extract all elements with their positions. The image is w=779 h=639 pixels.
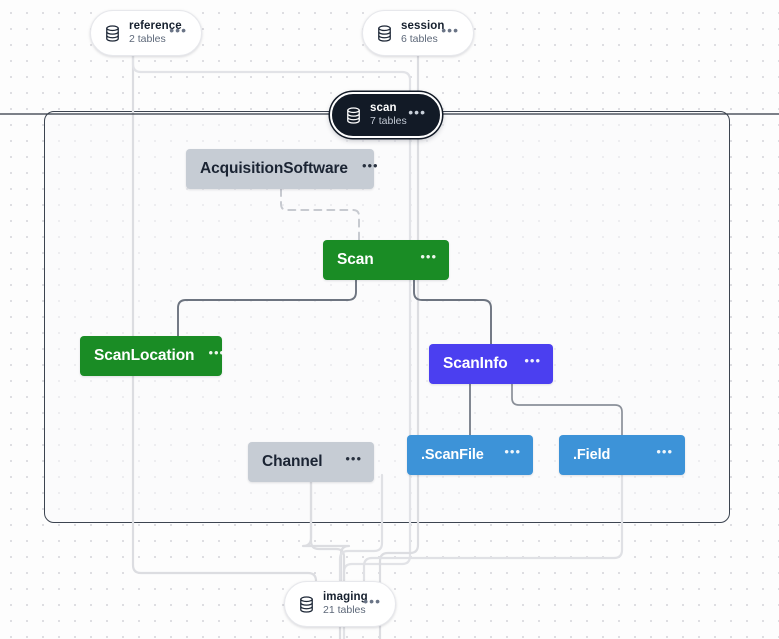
table-node-name: .ScanFile — [421, 447, 484, 463]
ellipsis-icon[interactable]: ••• — [420, 249, 437, 264]
table-node-field[interactable]: .Field ••• — [559, 435, 685, 475]
schema-node-name: reference — [129, 20, 182, 33]
table-node-name: Channel — [262, 453, 323, 470]
ellipsis-icon[interactable]: ••• — [208, 345, 226, 360]
ellipsis-icon[interactable]: ••• — [169, 22, 187, 38]
ellipsis-icon[interactable]: ••• — [524, 353, 541, 368]
table-node-scan-location[interactable]: ScanLocation ••• — [80, 336, 226, 376]
ellipsis-icon[interactable]: ••• — [363, 593, 381, 609]
ellipsis-icon[interactable]: ••• — [345, 451, 362, 466]
database-icon — [347, 106, 360, 124]
table-node-acquisition-software[interactable]: AcquisitionSoftware ••• — [186, 149, 378, 189]
schema-node-table-count: 21 tables — [323, 604, 366, 617]
schema-node-table-count: 6 tables — [401, 33, 438, 46]
database-icon — [378, 24, 391, 42]
table-node-name: AcquisitionSoftware — [200, 160, 348, 177]
table-node-name: .Field — [573, 447, 611, 463]
table-node-name: ScanInfo — [443, 355, 508, 372]
table-node-channel[interactable]: Channel ••• — [248, 442, 374, 482]
schema-node-table-count: 2 tables — [129, 33, 166, 46]
ellipsis-icon[interactable]: ••• — [408, 104, 426, 120]
schema-node-name: imaging — [323, 591, 368, 604]
database-icon — [106, 24, 119, 42]
ellipsis-icon[interactable]: ••• — [656, 444, 673, 459]
database-icon — [300, 595, 313, 613]
table-node-scan-info[interactable]: ScanInfo ••• — [429, 344, 553, 384]
schema-node-name: scan — [370, 102, 397, 115]
schema-node-table-count: 7 tables — [370, 115, 407, 128]
table-node-scan-file[interactable]: .ScanFile ••• — [407, 435, 533, 475]
table-node-scan-table[interactable]: Scan ••• — [323, 240, 449, 280]
table-node-name: ScanLocation — [94, 347, 195, 364]
schema-node-name: session — [401, 20, 445, 33]
ellipsis-icon[interactable]: ••• — [361, 158, 379, 173]
ellipsis-icon[interactable]: ••• — [504, 444, 521, 459]
ellipsis-icon[interactable]: ••• — [441, 22, 459, 38]
table-node-name: Scan — [337, 251, 374, 268]
